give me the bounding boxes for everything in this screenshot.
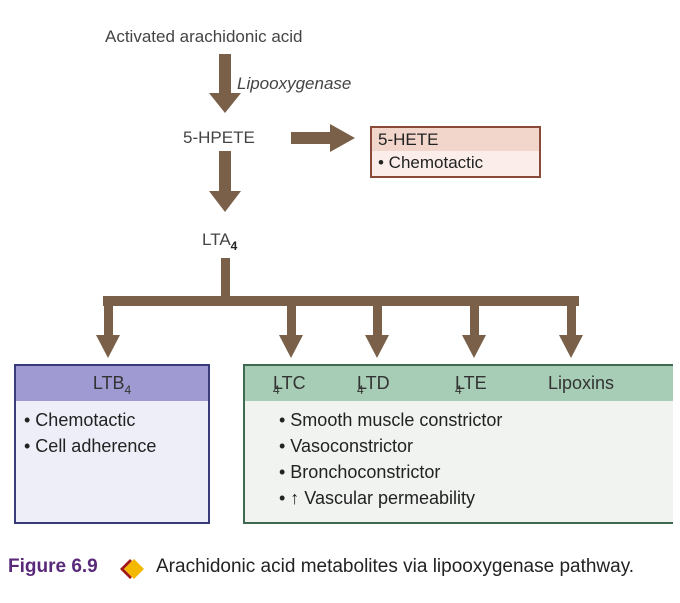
branch-bar <box>103 296 579 306</box>
branch-arrow-ltd4 <box>365 300 389 358</box>
ltb4-title-sub: 4 <box>124 383 132 397</box>
ltb4-title: LTB4 <box>16 366 208 401</box>
branch-arrow-lipoxins <box>559 300 583 358</box>
branch-arrow-lte4 <box>462 300 486 358</box>
list-item: • Cell adherence <box>24 436 157 456</box>
ltb4-box: LTB4 • Chemotactic • Cell adherence <box>14 364 210 524</box>
hpete-label: 5-HPETE <box>183 128 255 147</box>
ltc4-sub: 4 <box>273 383 280 397</box>
arrow-to-hete <box>291 124 355 152</box>
caption-text: Arachidonic acid metabolites via lipooxy… <box>156 556 635 577</box>
source-label: Activated arachidonic acid <box>105 27 303 46</box>
lipoxins-base: Lipoxins <box>548 373 615 393</box>
list-item: • Vasoconstrictor <box>279 436 414 456</box>
lta4-label: LTA4 <box>202 230 237 253</box>
arrow-to-lta4 <box>209 151 241 212</box>
lte4-sub: 4 <box>455 383 462 397</box>
ltb4-list: • Chemotactic • Cell adherence <box>16 401 208 459</box>
list-item: • Bronchoconstrictor <box>279 462 441 482</box>
lta4-base: LTA <box>202 230 231 249</box>
ltc4-base: LTC <box>273 373 306 393</box>
branch-arrow-ltc4 <box>279 300 303 358</box>
ltd4-sub: 4 <box>357 383 364 397</box>
list-item: • Smooth muscle constrictor <box>279 410 503 430</box>
list-item: • ↑ Vascular permeability <box>279 488 476 508</box>
ltb4-title-base: LTB <box>92 373 125 393</box>
lta4-stem <box>221 258 230 300</box>
arrow-to-hpete <box>209 54 241 113</box>
lte4-base: LTE <box>455 373 487 393</box>
enzyme-label: Lipooxygenase <box>237 74 352 93</box>
figure-caption: Figure 6.9 Arachidonic acid metabolites … <box>8 556 634 579</box>
branch-arrow-ltb4 <box>96 300 120 358</box>
hete-title: 5-HETE <box>372 128 539 151</box>
list-item: • Chemotactic <box>24 410 136 430</box>
hete-item: • Chemotactic <box>378 153 484 172</box>
ltd4-base: LTD <box>357 373 390 393</box>
figure-label: Figure 6.9 <box>8 556 98 577</box>
hete-box: 5-HETE • Chemotactic <box>370 126 541 178</box>
lta4-sub: 4 <box>230 239 238 253</box>
cysteinyl-list: • Smooth muscle constrictor • Vasoconstr… <box>245 401 673 511</box>
diamond-bullet-icon <box>120 559 144 579</box>
